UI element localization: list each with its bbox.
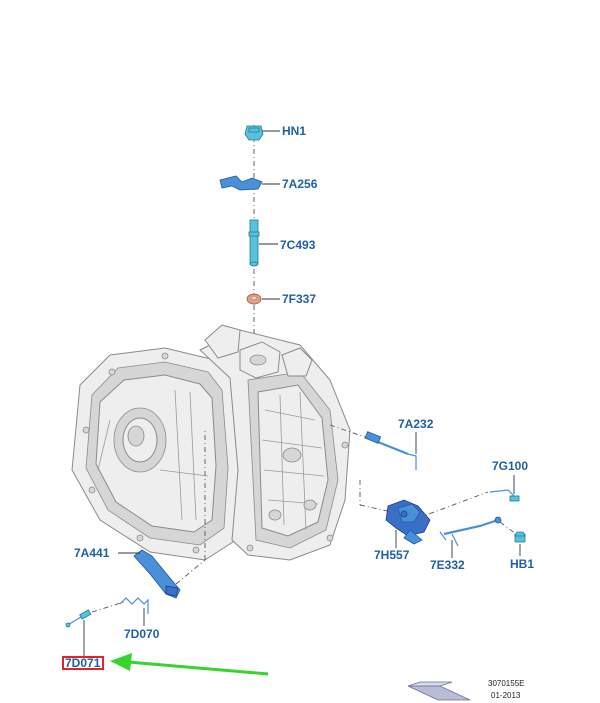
part-7d071-pin: [65, 609, 92, 628]
view-orientation-icon: [407, 681, 471, 701]
label-7d071: 7D071: [65, 656, 101, 670]
centerline-right: [417, 491, 489, 519]
label-7h557: 7H557: [374, 548, 410, 562]
part-7a441-lever: [133, 549, 181, 599]
part-7f337-seal: [246, 293, 262, 305]
centerline-7a232: [329, 424, 369, 439]
label-7g100: 7G100: [492, 459, 528, 473]
label-7a256: 7A256: [282, 177, 318, 191]
reference-number: 3070155E: [488, 679, 524, 688]
label-7d070: 7D070: [124, 627, 160, 641]
label-hn1: HN1: [282, 124, 306, 138]
centerline-hb1: [499, 521, 517, 535]
part-7c493-shaft: [248, 219, 260, 267]
transmission-casing: [71, 324, 351, 561]
part-7h557-housing: [385, 499, 431, 545]
label-7c493: 7C493: [280, 238, 316, 252]
centerline-7a441: [175, 559, 206, 585]
highlight-box: [62, 656, 104, 670]
part-7d070-spring: [119, 597, 149, 614]
green-pointer-arrow: [110, 653, 269, 676]
label-7f337: 7F337: [282, 292, 316, 306]
part-7e332-link: [439, 516, 502, 547]
part-7a256-lever: [219, 175, 263, 191]
label-7a232: 7A232: [398, 417, 434, 431]
part-hn1-nut: [244, 125, 264, 141]
centerline-7d071: [91, 601, 125, 613]
part-hb1-bolt: [514, 531, 526, 543]
part-7g100-clip: [489, 489, 520, 502]
reference-date: 01-2013: [491, 691, 521, 700]
label-hb1: HB1: [510, 557, 534, 571]
label-7a441: 7A441: [74, 546, 110, 560]
part-7a232-rod: [364, 431, 417, 470]
centerline-lower-2: [359, 504, 393, 513]
label-7e332: 7E332: [430, 558, 465, 572]
